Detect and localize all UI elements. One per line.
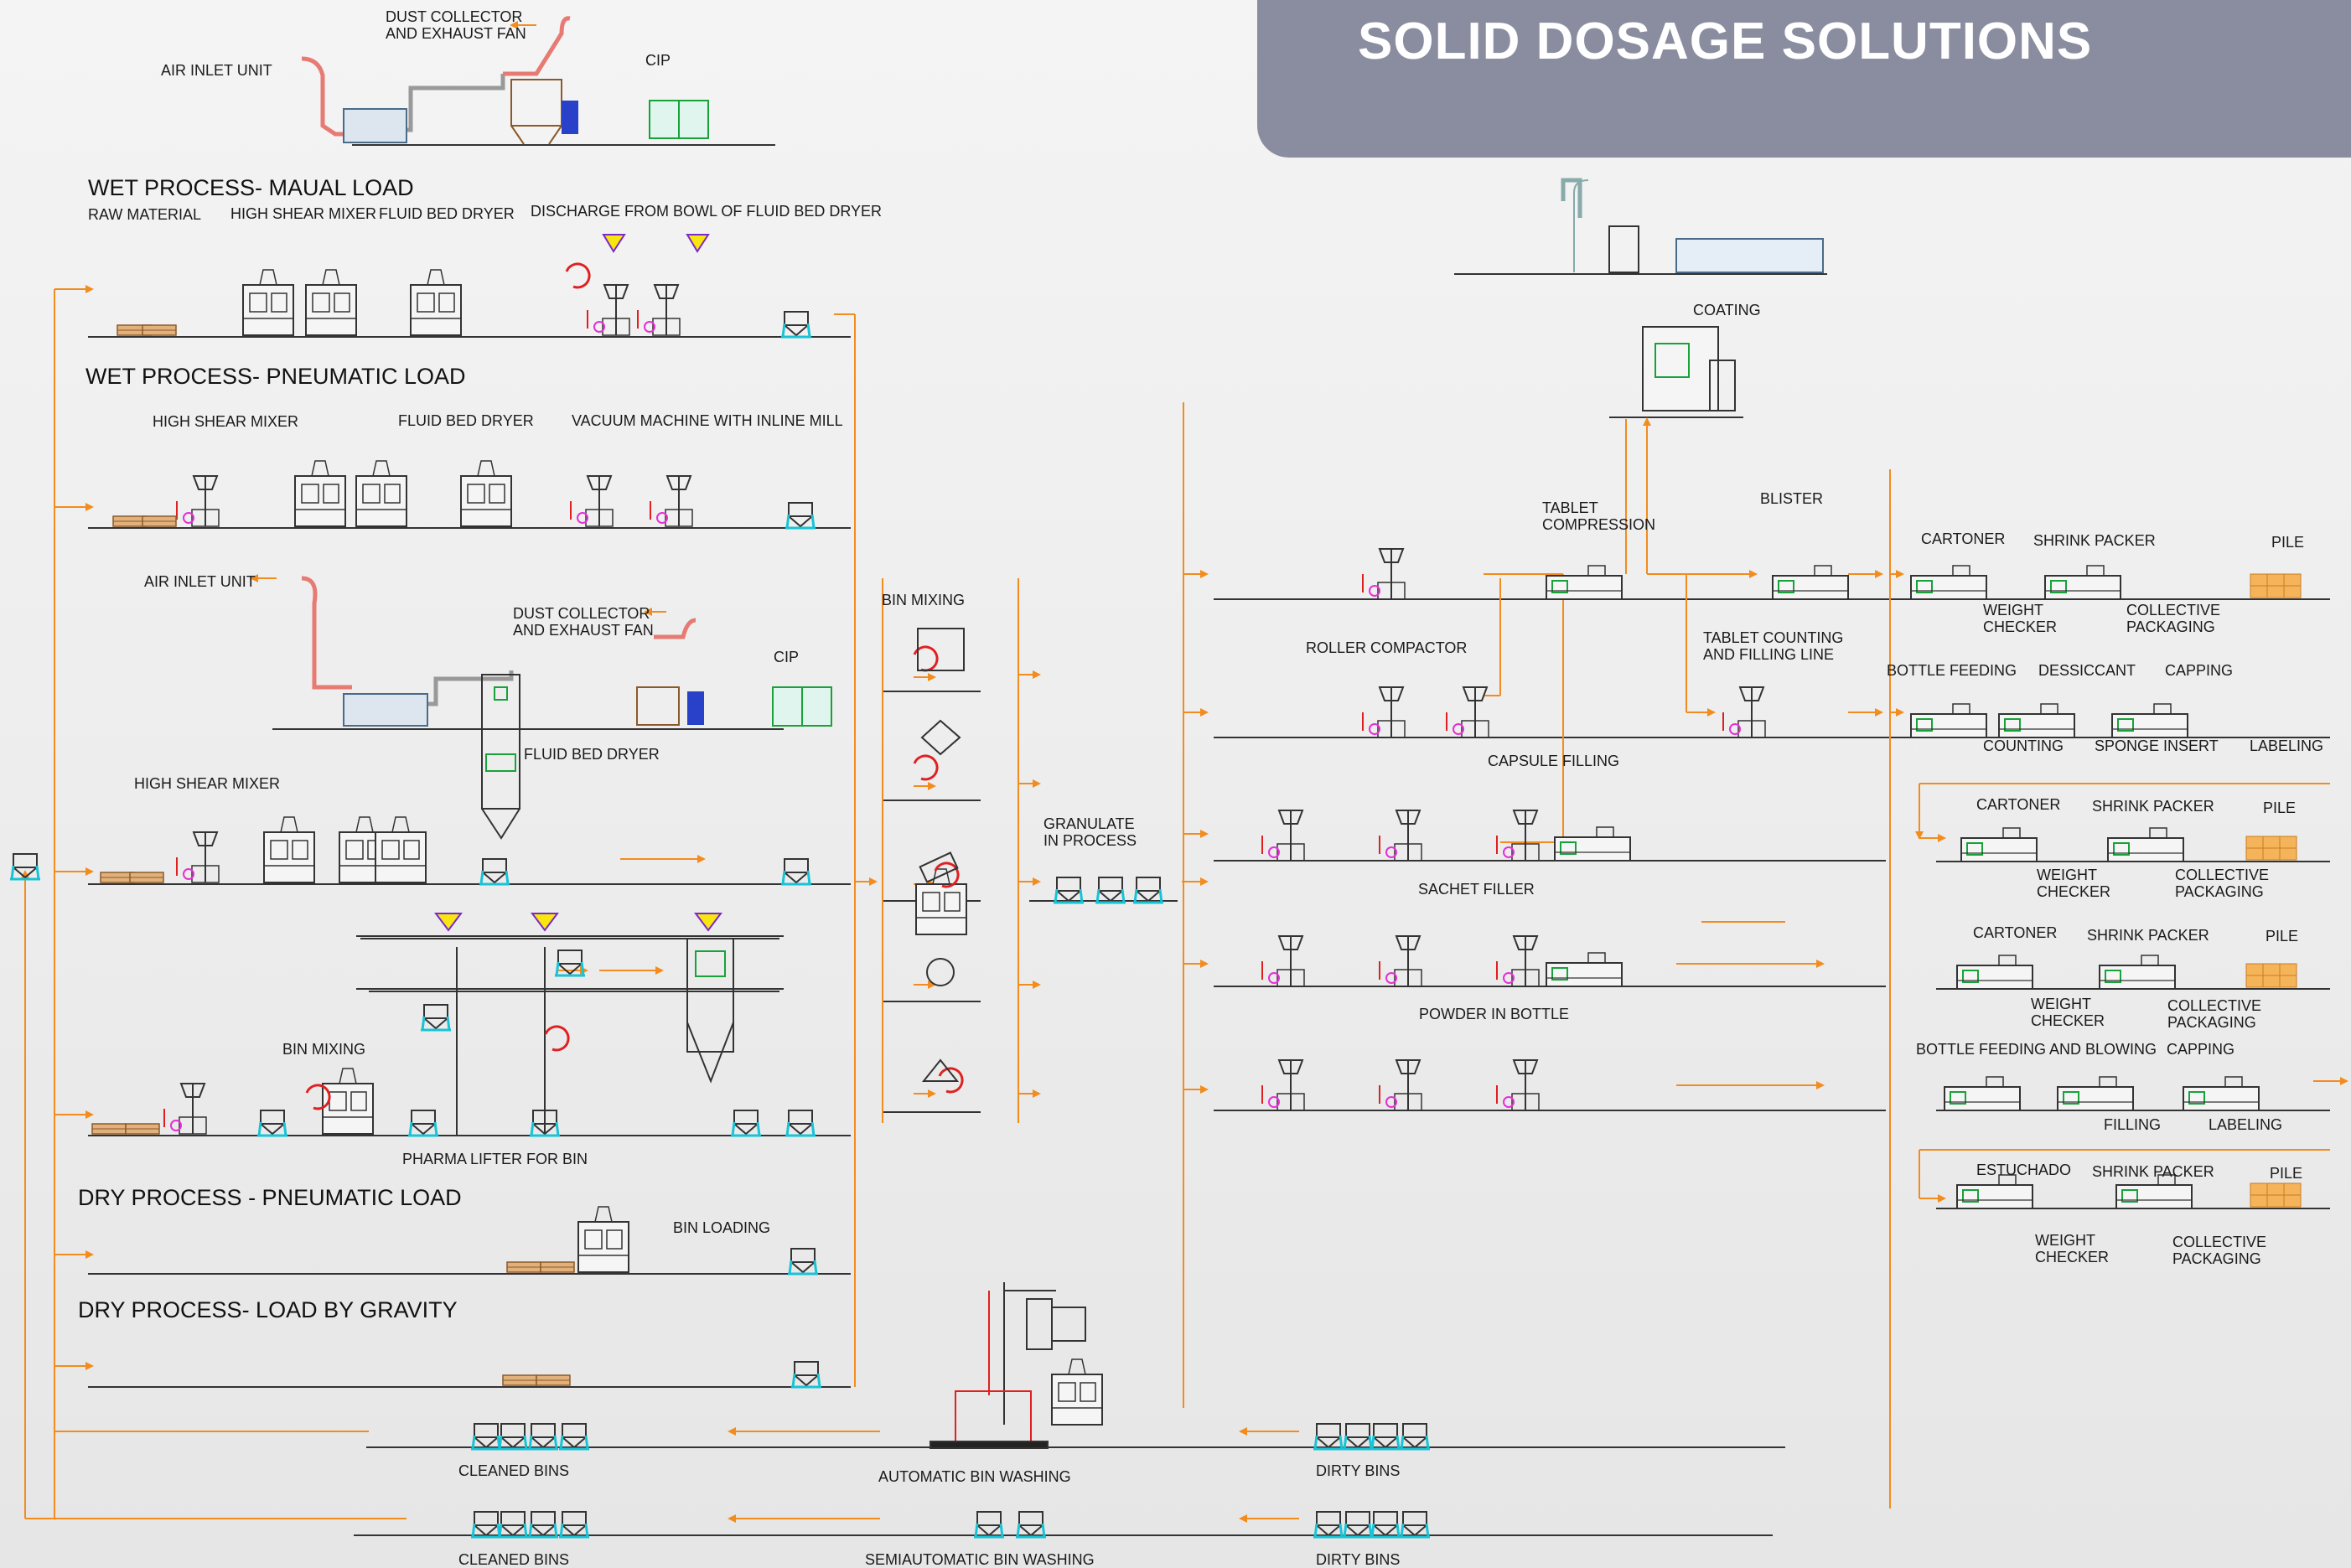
label-sachet-filler: SACHET FILLER [1418, 881, 1535, 898]
label-pile-3: PILE [2266, 928, 2299, 944]
label-collective-2b: PACKAGING [2175, 883, 2264, 900]
label-tablet-compression-2: COMPRESSION [1542, 516, 1656, 533]
label-shrink-packer-2: SHRINK PACKER [2092, 798, 2214, 815]
label-granulate-2: IN PROCESS [1043, 832, 1137, 849]
label-collective-3a: COLLECTIVE [2167, 997, 2262, 1014]
air-handling-top [343, 79, 709, 145]
label-counting: COUNTING [1983, 737, 2064, 754]
label-bottle-feeding-blowing: BOTTLE FEEDING AND BLOWING [1916, 1041, 2157, 1058]
bin-mixing-column [917, 628, 965, 1082]
label-dirty-bins-1: DIRTY BINS [1316, 1462, 1401, 1479]
label-dust-collector-top-1: DUST COLLECTOR [386, 8, 523, 25]
label-sponge-insert: SPONGE INSERT [2095, 737, 2219, 754]
machines [163, 262, 2302, 1426]
yellow-lifters [434, 234, 722, 932]
label-capping-2: CAPPING [2167, 1041, 2235, 1058]
label-estuchado: ESTUCHADO [1976, 1162, 2072, 1178]
label-coating: COATING [1693, 302, 1761, 318]
air-handling-mid [343, 686, 832, 727]
label-labeling-2: LABELING [2209, 1116, 2283, 1133]
label-bin-loading: BIN LOADING [673, 1219, 771, 1236]
label-collective-4b: PACKAGING [2172, 1250, 2261, 1267]
label-shrink-packer-1: SHRINK PACKER [2033, 532, 2156, 549]
label-filling: FILLING [2104, 1116, 2162, 1133]
label-collective-3b: PACKAGING [2167, 1014, 2256, 1031]
label-weight-4b: CHECKER [2035, 1249, 2110, 1265]
label-weight-3b: CHECKER [2031, 1012, 2105, 1029]
section-wet-pneumatic: WET PROCESS- PNEUMATIC LOAD [85, 364, 466, 389]
label-discharge-bowl: DISCHARGE FROM BOWL OF FLUID BED DRYER [531, 203, 883, 220]
label-automatic-bin-washing: AUTOMATIC BIN WASHING [878, 1468, 1071, 1485]
fluid-bed-dryer-tall [360, 674, 779, 1136]
label-shrink-packer-3: SHRINK PACKER [2087, 927, 2209, 944]
label-fluid-bed-dryer-2: FLUID BED DRYER [398, 412, 534, 429]
label-cleaned-bins-2: CLEANED BINS [458, 1551, 570, 1568]
section-wet-manual: WET PROCESS- MAUAL LOAD [88, 175, 414, 200]
label-weight-2b: CHECKER [2037, 883, 2111, 900]
label-cip-top: CIP [645, 52, 671, 69]
label-dust-collector-mid-1: DUST COLLECTOR [513, 605, 650, 622]
label-cip-mid: CIP [774, 649, 800, 665]
label-semiautomatic-bin-washing: SEMIAUTOMATIC BIN WASHING [865, 1551, 1095, 1568]
label-weight-2a: WEIGHT [2037, 867, 2097, 883]
label-granulate-1: GRANULATE [1043, 815, 1135, 832]
label-weight-4a: WEIGHT [2035, 1232, 2095, 1249]
bin-washing-tower [930, 1282, 1086, 1449]
label-bin-mixing-col: BIN MIXING [882, 592, 966, 608]
flow-lines [21, 21, 2348, 1523]
title-banner: SOLID DOSAGE SOLUTIONS [1257, 0, 2351, 158]
label-dirty-bins-2: DIRTY BINS [1316, 1551, 1401, 1568]
label-collective-4a: COLLECTIVE [2172, 1234, 2267, 1250]
section-dry-pneumatic: DRY PROCESS - PNEUMATIC LOAD [78, 1185, 462, 1210]
bins [8, 310, 1432, 1539]
label-labeling-1: LABELING [2250, 737, 2324, 754]
label-high-shear-mixer-1: HIGH SHEAR MIXER [230, 205, 377, 222]
label-weight-1a: WEIGHT [1983, 602, 2043, 618]
label-bin-mixing-left: BIN MIXING [282, 1041, 366, 1058]
label-capsule-filling: CAPSULE FILLING [1488, 753, 1620, 769]
label-vacuum-machine: VACUUM MACHINE WITH INLINE MILL [572, 412, 843, 429]
label-dust-collector-mid-2: AND EXHAUST FAN [513, 622, 654, 639]
label-weight-3a: WEIGHT [2031, 996, 2091, 1012]
label-high-shear-mixer-3: HIGH SHEAR MIXER [134, 775, 281, 792]
label-tablet-compression-1: TABLET [1542, 499, 1598, 516]
label-cartoner-2: CARTONER [1976, 796, 2061, 813]
section-dry-gravity: DRY PROCESS- LOAD BY GRAVITY [78, 1297, 458, 1322]
label-pile-1: PILE [2271, 534, 2305, 551]
label-dust-collector-top-2: AND EXHAUST FAN [386, 25, 526, 42]
label-roller-compactor: ROLLER COMPACTOR [1306, 639, 1468, 656]
label-blister: BLISTER [1760, 490, 1824, 507]
label-dessiccant: DESSICCANT [2038, 662, 2136, 679]
label-air-inlet-top: AIR INLET UNIT [161, 62, 272, 79]
label-cartoner-3: CARTONER [1973, 924, 2058, 941]
label-collective-2a: COLLECTIVE [2175, 867, 2270, 883]
label-powder-in-bottle: POWDER IN BOTTLE [1419, 1006, 1570, 1022]
label-shrink-packer-4: SHRINK PACKER [2092, 1163, 2214, 1180]
label-air-inlet-mid: AIR INLET UNIT [144, 573, 256, 590]
label-fluid-bed-dryer-1: FLUID BED DRYER [379, 205, 515, 222]
label-pharma-lifter: PHARMA LIFTER FOR BIN [402, 1151, 588, 1167]
label-collective-1b: PACKAGING [2126, 618, 2215, 635]
label-collective-1a: COLLECTIVE [2126, 602, 2221, 618]
page-title: SOLID DOSAGE SOLUTIONS [1358, 13, 2093, 70]
label-cleaned-bins-1: CLEANED BINS [458, 1462, 570, 1479]
label-tablet-counting-1: TABLET COUNTING [1703, 629, 1844, 646]
ducting [301, 16, 1582, 706]
label-tablet-counting-2: AND FILLING LINE [1703, 646, 1835, 663]
label-pile-4: PILE [2270, 1165, 2303, 1182]
coating-equipment [1573, 179, 1824, 411]
label-bottle-feeding: BOTTLE FEEDING [1887, 662, 2017, 679]
label-capping-1: CAPPING [2165, 662, 2234, 679]
label-high-shear-mixer-2: HIGH SHEAR MIXER [153, 413, 299, 430]
label-pile-2: PILE [2263, 800, 2297, 816]
label-raw-material: RAW MATERIAL [88, 206, 202, 223]
label-cartoner-1: CARTONER [1921, 530, 2006, 547]
label-weight-1b: CHECKER [1983, 618, 2058, 635]
label-fluid-bed-dryer-3: FLUID BED DRYER [524, 746, 660, 763]
